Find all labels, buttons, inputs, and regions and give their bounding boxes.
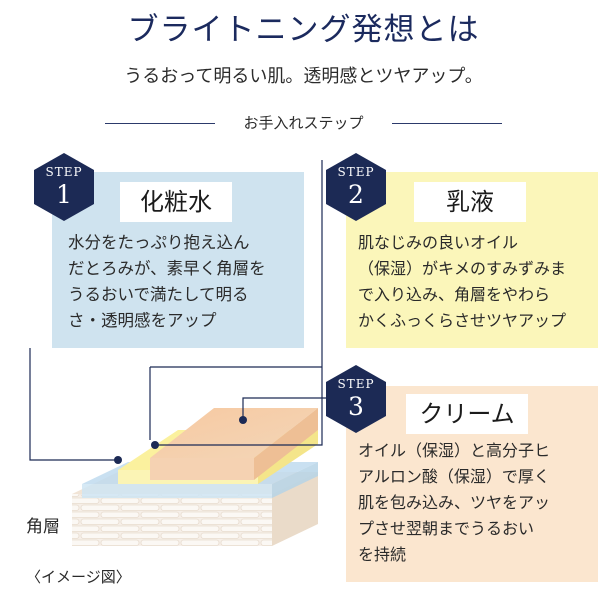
step-2-line: （保湿）がキメのすみずみま (358, 259, 567, 278)
step-2-line: 肌なじみの良いオイル (358, 233, 519, 252)
step-3-line: プさせ翌朝までうるおい (358, 519, 535, 538)
section-label: お手入れステップ (243, 114, 364, 132)
step-3-panel: クリーム オイル（保湿）と高分子ヒ アルロン酸（保湿）で厚く 肌を包み込み、ツヤ… (346, 386, 598, 582)
step-3-badge-label: STEP (337, 377, 375, 391)
layer-label: 角層 (26, 517, 60, 537)
page-subtitle: うるおって明るい肌。透明感とツヤアップ。 (124, 66, 483, 87)
step-2-line: で入り込み、角層をやわら (358, 285, 551, 304)
connector-lines (29, 160, 348, 461)
step-3-hexagon-icon (326, 365, 386, 433)
step-1-panel: 化粧水 水分をたっぷり抱え込ん だとろみが、素早く角層を うるおいで満たして明る… (52, 172, 304, 348)
section-rule-left (105, 123, 215, 124)
step-1-badge-label: STEP (45, 165, 83, 179)
page-title: ブライトニング発想とは (127, 12, 480, 48)
step-3-line: を持続 (358, 545, 407, 564)
step-1-line: さ・透明感をアップ (68, 311, 217, 330)
marker-dot (151, 441, 159, 449)
step-2-line: かくふっくらさせツヤアップ (358, 311, 567, 330)
diagram-caption: 〈イメージ図〉 (26, 568, 131, 586)
step-3-description: オイル（保湿）と高分子ヒ アルロン酸（保湿）で厚く 肌を包み込み、ツヤをアッ プ… (358, 438, 594, 568)
step-1-description: 水分をたっぷり抱え込ん だとろみが、素早く角層を うるおいで満たして明る さ・透… (68, 230, 298, 334)
step-2-name: 乳液 (414, 182, 526, 222)
step-2-badge-label: STEP (337, 165, 375, 179)
step-1-line: 水分をたっぷり抱え込ん (68, 233, 250, 252)
step-2-number: 2 (348, 180, 364, 209)
step-3-number: 3 (348, 392, 364, 421)
step-2-hexagon-icon (326, 153, 386, 221)
step-1-hexagon-icon (34, 153, 94, 221)
marker-dot (114, 456, 122, 464)
step-1-number: 1 (56, 180, 72, 209)
section-rule-right (392, 123, 502, 124)
step-3-name: クリーム (406, 394, 528, 434)
step-1-line: うるおいで満たして明る (68, 285, 249, 304)
step-2-description: 肌なじみの良いオイル （保湿）がキメのすみずみま で入り込み、角層をやわら かく… (358, 230, 594, 334)
step-3-line: オイル（保湿）と高分子ヒ (358, 441, 551, 460)
step-3-line: 肌を包み込み、ツヤをアッ (358, 493, 551, 512)
step-3-line: アルロン酸（保湿）で厚く (358, 467, 550, 486)
step-1-name: 化粧水 (120, 182, 232, 222)
marker-dot (239, 416, 247, 424)
step-1-line: だとろみが、素早く角層を (68, 259, 266, 278)
step-2-panel: 乳液 肌なじみの良いオイル （保湿）がキメのすみずみま で入り込み、角層をやわら… (346, 172, 598, 348)
